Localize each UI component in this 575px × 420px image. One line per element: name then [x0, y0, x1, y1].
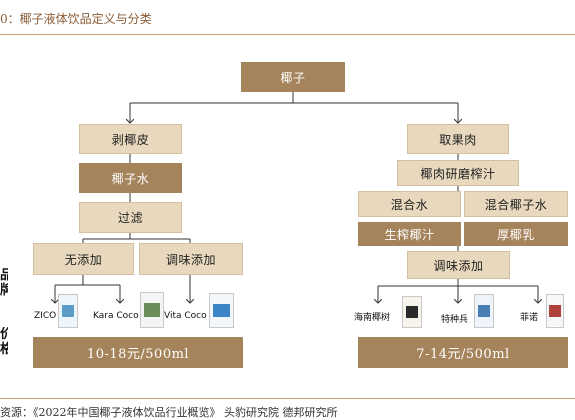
node-flavored-left: 调味添加 [139, 243, 243, 275]
brand-zico-label: ZICO [34, 311, 57, 321]
brand-hainan-label: 海南椰树 [354, 313, 391, 323]
brand-vita-label: Vita Coco [164, 311, 207, 321]
side-label-price: 价格 [0, 327, 8, 357]
brand-tezhong-label: 特种兵 [441, 315, 469, 325]
figure-title: 0：椰子液体饮品定义与分类 [0, 12, 152, 26]
node-peel: 剥椰皮 [79, 124, 182, 154]
node-take-meat: 取果肉 [407, 124, 509, 154]
node-coconut: 椰子 [241, 62, 345, 92]
node-mix-coconut-water: 混合椰子水 [464, 191, 568, 217]
feinuo-product-image [546, 294, 564, 328]
node-grind-juice: 椰肉研磨榨汁 [397, 160, 519, 186]
vita-product-image [209, 293, 234, 328]
price-left: 10-18元/500ml [33, 337, 243, 368]
side-label-brand: 品牌 [0, 268, 8, 298]
kara-product-image [140, 292, 164, 328]
source-note: 资源：《2022年中国椰子液体饮品行业概览》 头豹研究院 德邦研究所 [0, 406, 338, 419]
bottom-divider [0, 398, 575, 399]
top-divider [0, 34, 575, 35]
tezhong-product-image [474, 294, 494, 328]
brand-kara-label: Kara Coco [93, 311, 139, 321]
node-fresh-juice: 生榨椰汁 [358, 222, 461, 246]
zico-product-image [58, 294, 78, 328]
node-flavored-right: 调味添加 [407, 251, 510, 279]
price-right: 7-14元/500ml [358, 337, 568, 368]
node-thick-milk: 厚椰乳 [464, 222, 568, 246]
node-coconut-water: 椰子水 [79, 163, 182, 193]
node-mix-water: 混合水 [358, 191, 461, 217]
node-filter: 过滤 [79, 202, 182, 233]
hainan-product-image [402, 296, 422, 328]
brand-feinuo-label: 菲诺 [520, 313, 539, 323]
node-no-additive: 无添加 [33, 243, 134, 275]
